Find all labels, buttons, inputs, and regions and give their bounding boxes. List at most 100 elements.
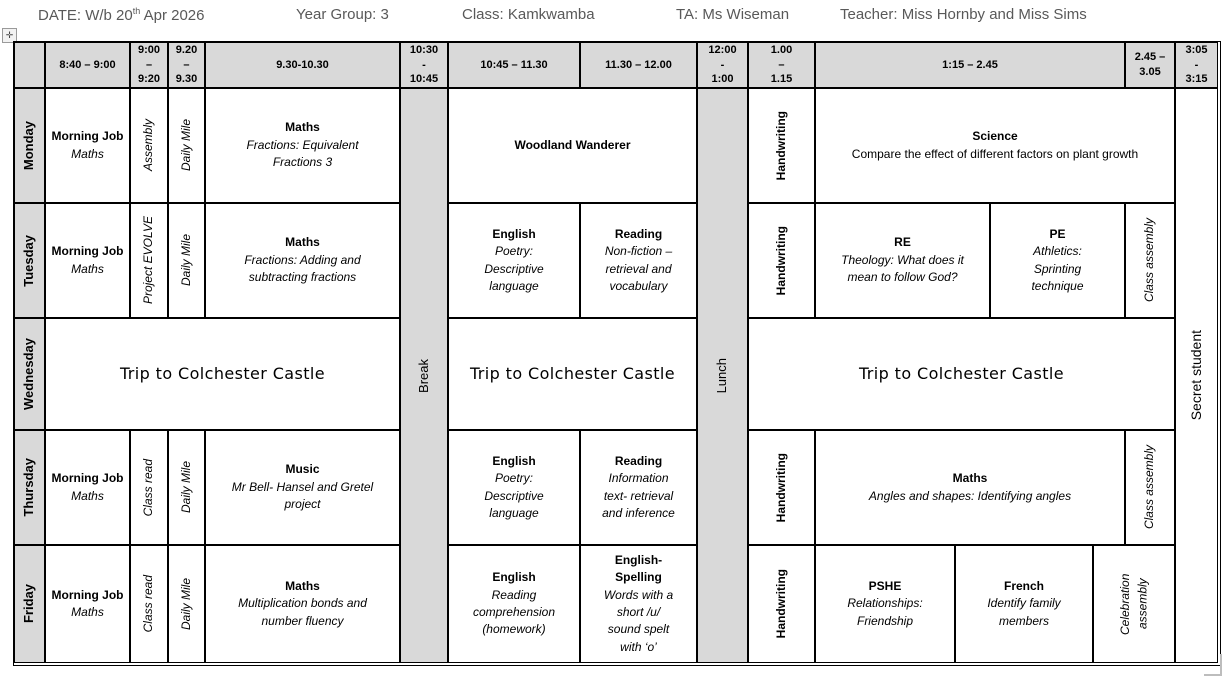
slot-label: Daily Mile bbox=[178, 119, 193, 172]
cell-thursday-daily-mile[interactable]: Daily Mile bbox=[168, 430, 205, 545]
lesson-title: Maths bbox=[285, 120, 320, 135]
slot-label: Daily Mile bbox=[178, 577, 193, 630]
lesson-title: Reading bbox=[614, 226, 663, 241]
header-time-0115[interactable]: 1:15 – 2.45 bbox=[815, 42, 1125, 88]
lesson-sub: Theology: What does it mean to follow Go… bbox=[841, 252, 964, 285]
cell-wednesday-trip-midday[interactable]: Trip to Colchester Castle bbox=[448, 318, 697, 430]
date-superscript: th bbox=[132, 6, 141, 16]
cell-tuesday-handwriting[interactable]: Handwriting bbox=[748, 203, 815, 318]
lesson-title: Morning Job bbox=[51, 471, 124, 486]
time-label: 9:00 – 9:20 bbox=[137, 43, 161, 86]
slot-label: Handwriting bbox=[773, 569, 788, 639]
time-label: 9.30-10.30 bbox=[276, 58, 329, 71]
lesson-sub: Poetry: Descriptive language bbox=[484, 244, 544, 293]
cell-friday-celebration-assembly[interactable]: Celebration assembly bbox=[1093, 545, 1175, 663]
scroll-corner[interactable] bbox=[1204, 654, 1222, 676]
header-corner-cell[interactable] bbox=[14, 42, 45, 88]
day-label-monday[interactable]: Monday bbox=[14, 88, 45, 203]
break-column[interactable]: Break bbox=[400, 88, 448, 663]
year-group-label: Year Group: 3 bbox=[296, 6, 389, 23]
cell-thursday-class-read[interactable]: Class read bbox=[130, 430, 168, 545]
header-time-0920[interactable]: 9.20 – 9.30 bbox=[168, 42, 205, 88]
header-time-0100[interactable]: 1.00 – 1.15 bbox=[748, 42, 815, 88]
day-label-tuesday[interactable]: Tuesday bbox=[14, 203, 45, 318]
lesson-title: Maths bbox=[952, 471, 988, 486]
lesson-title: English bbox=[492, 453, 536, 468]
header-time-0245[interactable]: 2.45 – 3.05 bbox=[1125, 42, 1175, 88]
header-time-1030[interactable]: 10:30 - 10:45 bbox=[400, 42, 448, 88]
cell-friday-daily-mile[interactable]: Daily Mile bbox=[168, 545, 205, 663]
slot-label: Handwriting bbox=[773, 225, 788, 296]
lesson-title: Maths bbox=[285, 578, 320, 593]
cell-thursday-class-assembly[interactable]: Class assembly bbox=[1125, 430, 1175, 545]
cell-monday-daily-mile[interactable]: Daily Mile bbox=[168, 88, 205, 203]
header-time-0305[interactable]: 3:05 - 3:15 bbox=[1175, 42, 1218, 88]
cell-friday-handwriting[interactable]: Handwriting bbox=[748, 545, 815, 663]
cell-tuesday-class-assembly[interactable]: Class assembly bbox=[1125, 203, 1175, 318]
cell-monday-woodland-wanderer[interactable]: Woodland Wanderer bbox=[448, 88, 697, 203]
header-time-1130[interactable]: 11.30 – 12.00 bbox=[580, 42, 697, 88]
date-suffix: Apr 2026 bbox=[140, 7, 205, 24]
day-label-friday[interactable]: Friday bbox=[14, 545, 45, 663]
header-time-0930[interactable]: 9.30-10.30 bbox=[205, 42, 400, 88]
day-label-wednesday[interactable]: Wednesday bbox=[14, 318, 45, 430]
header-time-0900[interactable]: 9:00 – 9:20 bbox=[130, 42, 168, 88]
cell-thursday-handwriting[interactable]: Handwriting bbox=[748, 430, 815, 545]
trip-label: Trip to Colchester Castle bbox=[858, 364, 1064, 384]
lesson-sub: Maths bbox=[71, 146, 104, 161]
day-label-thursday[interactable]: Thursday bbox=[14, 430, 45, 545]
header-time-0840[interactable]: 8:40 – 9:00 bbox=[45, 42, 130, 88]
cell-tuesday-project-evolve[interactable]: Project EVOLVE bbox=[130, 203, 168, 318]
lesson-sub: Words with a short /u/ sound spelt with … bbox=[603, 587, 674, 654]
lesson-title: English bbox=[492, 570, 536, 585]
lesson-title: Music bbox=[285, 462, 320, 477]
secret-student-column[interactable]: Secret student bbox=[1175, 88, 1218, 663]
lesson-title: PSHE bbox=[868, 578, 902, 593]
move-arrows-glyph: ✛ bbox=[5, 30, 14, 40]
slot-label: Class assembly bbox=[1142, 218, 1157, 303]
slot-label: Class read bbox=[141, 458, 156, 517]
lesson-title: PE bbox=[1049, 226, 1066, 241]
lesson-sub: Reading comprehension (homework) bbox=[472, 587, 556, 637]
cell-friday-pshe[interactable]: PSHE Relationships: Friendship bbox=[815, 545, 955, 663]
cell-wednesday-trip-morning[interactable]: Trip to Colchester Castle bbox=[45, 318, 400, 430]
table-move-handle-icon[interactable]: ✛ bbox=[2, 28, 17, 43]
cell-wednesday-trip-afternoon[interactable]: Trip to Colchester Castle bbox=[748, 318, 1175, 430]
lesson-title: English bbox=[492, 226, 536, 241]
day-text: Thursday bbox=[21, 458, 37, 517]
lesson-sub: Multiplication bonds and number fluency bbox=[238, 596, 367, 628]
header-time-1045[interactable]: 10:45 – 11.30 bbox=[448, 42, 580, 88]
time-label: 10:45 – 11.30 bbox=[480, 58, 548, 71]
slot-label: Daily Mile bbox=[178, 234, 193, 287]
lesson-sub: Relationships: Friendship bbox=[847, 596, 923, 628]
lunch-column[interactable]: Lunch bbox=[697, 88, 748, 663]
slot-label: Project EVOLVE bbox=[141, 216, 156, 305]
cell-friday-class-read[interactable]: Class read bbox=[130, 545, 168, 663]
cell-monday-handwriting[interactable]: Handwriting bbox=[748, 88, 815, 203]
cell-monday-assembly[interactable]: Assembly bbox=[130, 88, 168, 203]
slot-label: Celebration assembly bbox=[1117, 573, 1149, 635]
header-time-1200[interactable]: 12:00 - 1:00 bbox=[697, 42, 748, 88]
lesson-title: French bbox=[1003, 578, 1044, 593]
lesson-title: Morning Job bbox=[51, 244, 124, 259]
cell-tuesday-daily-mile[interactable]: Daily Mile bbox=[168, 203, 205, 318]
